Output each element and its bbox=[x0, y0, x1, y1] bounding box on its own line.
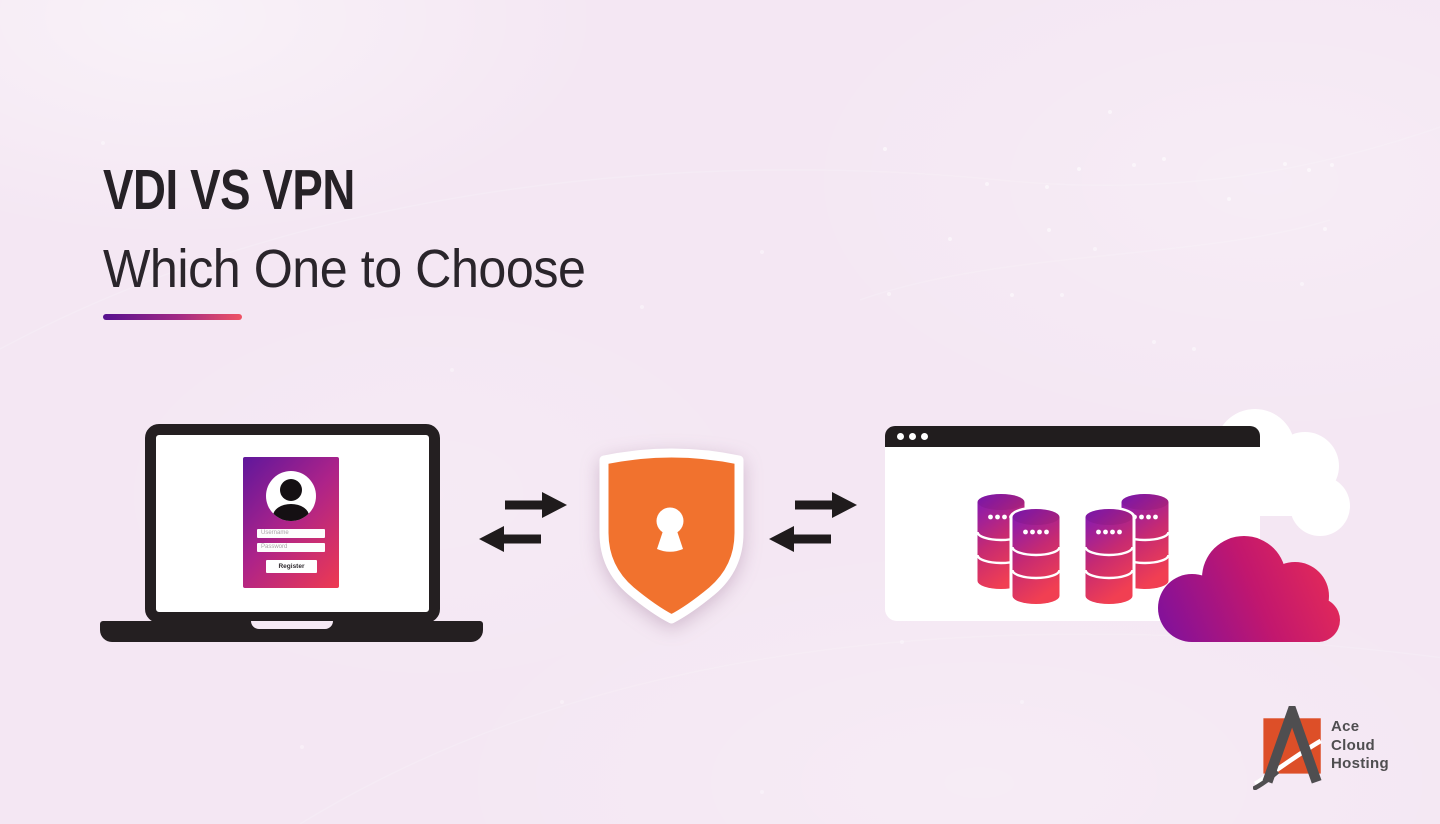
bidirectional-arrows-icon bbox=[479, 492, 567, 552]
background-dots bbox=[0, 0, 4, 4]
gradient-cloud-icon bbox=[1158, 536, 1340, 642]
bidirectional-arrows-icon bbox=[769, 492, 857, 552]
page-title: VDI VS VPN bbox=[103, 158, 355, 222]
keyhole-icon bbox=[656, 507, 684, 552]
window-dot-icon bbox=[921, 433, 928, 440]
page-subtitle: Which One to Choose bbox=[103, 239, 586, 299]
login-card: Username Password Register bbox=[243, 457, 339, 588]
logo-line-1: Ace bbox=[1331, 718, 1360, 735]
laptop-base bbox=[100, 621, 483, 642]
ace-logo-mark-icon bbox=[1253, 706, 1322, 790]
password-field: Password bbox=[257, 543, 325, 552]
ace-cloud-hosting-logo: Ace Cloud Hosting bbox=[1253, 706, 1428, 792]
database-icon bbox=[1082, 506, 1136, 607]
database-icon bbox=[1009, 506, 1063, 607]
window-dot-icon bbox=[909, 433, 916, 440]
server-browser-window bbox=[885, 426, 1260, 621]
register-button: Register bbox=[266, 560, 317, 573]
window-dot-icon bbox=[897, 433, 904, 440]
laptop-notch bbox=[251, 621, 333, 629]
browser-title-bar bbox=[885, 426, 1260, 447]
logo-text: Ace Cloud Hosting bbox=[1331, 718, 1389, 774]
logo-line-2: Cloud bbox=[1331, 736, 1375, 754]
vpn-shield-icon bbox=[599, 448, 744, 624]
title-underline bbox=[103, 314, 242, 320]
user-avatar-icon bbox=[266, 471, 316, 521]
logo-line-3: Hosting bbox=[1331, 755, 1389, 772]
username-field: Username bbox=[257, 529, 325, 538]
